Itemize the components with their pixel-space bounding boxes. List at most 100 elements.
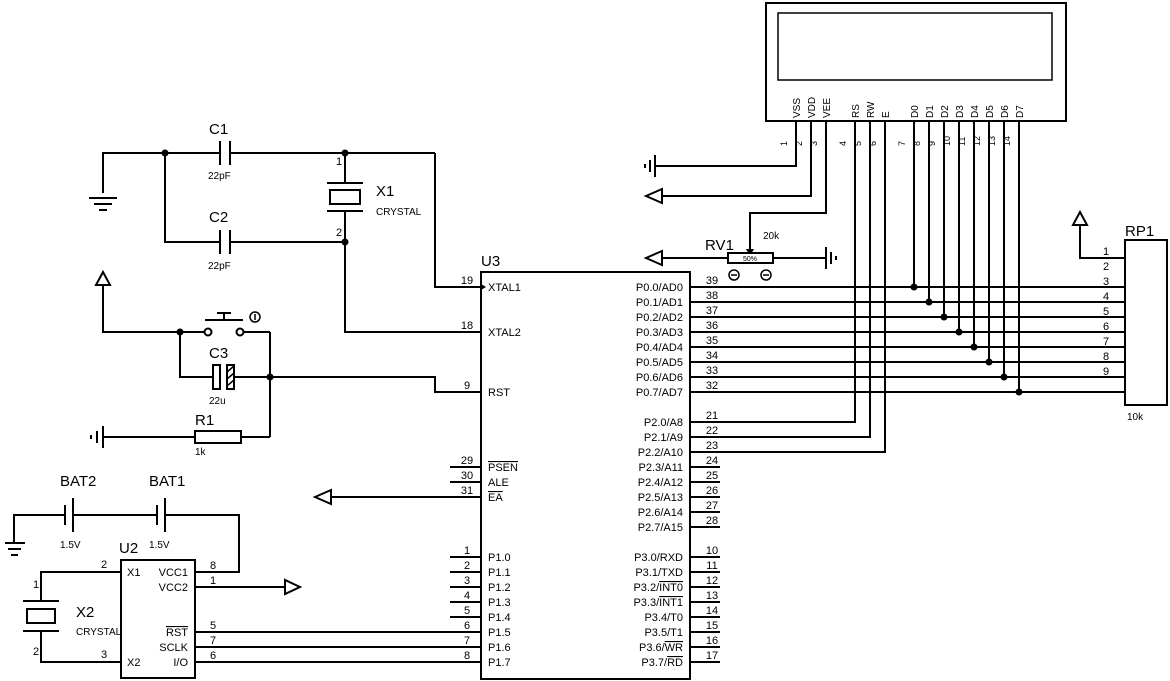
u3-pin-name-35: P0.4/AD4 <box>636 342 683 354</box>
u3-pin-num-38: 38 <box>706 290 718 302</box>
wire-rs <box>690 150 856 423</box>
u3-right-pins: 39P0.0/AD038P0.1/AD137P0.2/AD236P0.3/AD3… <box>633 275 720 669</box>
rp1-pin-num-5: 5 <box>1103 306 1109 318</box>
u3-pin-num-35: 35 <box>706 335 718 347</box>
u3-pin-name-30: ALE <box>488 477 509 489</box>
u2-pin-num-3: 3 <box>101 649 107 661</box>
u3-pin-name-14: P3.4/T0 <box>644 612 683 624</box>
c2-ref: C2 <box>209 209 228 226</box>
u3-pin-num-27: 27 <box>706 500 718 512</box>
u3-pin-num-2: 2 <box>464 560 470 572</box>
x1-body <box>329 189 361 205</box>
u3-pin-num-34: 34 <box>706 350 718 362</box>
lcd-pin-num-9: 9 <box>927 141 937 146</box>
u3-pin-name-15: P3.5/T1 <box>644 627 683 639</box>
bat1-value: 1.5V <box>149 540 170 551</box>
x2-pin2: 2 <box>33 646 39 658</box>
rp1-pin-num-2: 2 <box>1103 261 1109 273</box>
r1-ref: R1 <box>195 412 214 429</box>
lcd-pin-num-2: 2 <box>794 141 804 146</box>
u3-pin-name-1: P1.0 <box>488 552 511 564</box>
u3-pin-name-26: P2.5/A13 <box>638 492 683 504</box>
u3-pin-name-3: P1.2 <box>488 582 511 594</box>
lcd-pin-label-rw: RW <box>866 101 877 118</box>
u3-pin-name-13: P3.3/INT1 <box>633 597 683 609</box>
x1-pin1: 1 <box>336 156 342 168</box>
lcd-pin-num-6: 6 <box>868 141 878 146</box>
button-toggle-icon[interactable] <box>249 311 261 323</box>
u3-pin-num-15: 15 <box>706 620 718 632</box>
lcd-wiring <box>643 150 886 453</box>
data-bus <box>720 150 1125 396</box>
c3-hatch-1 <box>226 365 235 373</box>
u3-pin-name-33: P0.6/AD6 <box>636 372 683 384</box>
lcd-pin-num-5: 5 <box>853 141 863 146</box>
r1-value: 1k <box>195 447 207 458</box>
rv1-value: 20k <box>763 231 780 242</box>
u3-pin-name-39: P0.0/AD0 <box>636 282 683 294</box>
u2-body <box>120 559 196 679</box>
lcd-display: VSS1VDD2VEE3RS4RW5E6D07D18D29D310D411D51… <box>765 2 1067 150</box>
u3-pin-num-37: 37 <box>706 305 718 317</box>
lcd-pin-num-1: 1 <box>779 141 789 146</box>
rv1-dec-icon <box>728 269 740 281</box>
rv1-ref: RV1 <box>705 237 734 254</box>
power-arrow-rv1 <box>643 249 663 267</box>
u3-pin-num-26: 26 <box>706 485 718 497</box>
lcd-pin-num-8: 8 <box>912 141 922 146</box>
bus-junction-d7 <box>1015 388 1023 396</box>
lcd-pin-num-7: 7 <box>897 141 907 146</box>
junction-reset-power <box>176 328 184 336</box>
rp1-pin-num-7: 7 <box>1103 336 1109 348</box>
u3-pin-name-2: P1.1 <box>488 567 511 579</box>
rp1-body <box>1124 239 1168 406</box>
c3-plate-a <box>212 364 221 390</box>
u3-pin-num-21: 21 <box>706 410 718 422</box>
u3-pin-num-24: 24 <box>706 455 718 467</box>
power-arrow-vcc2 <box>284 578 303 596</box>
rp1-ref: RP1 <box>1125 223 1154 240</box>
u3-pin-name-16: P3.6/WR <box>639 642 683 654</box>
bus-junction-d3 <box>955 328 963 336</box>
x1-pin2: 2 <box>336 227 342 239</box>
u3-pin-num-11: 11 <box>706 560 717 572</box>
wire-bat2-left <box>13 514 65 543</box>
u2-pin-num-1: 1 <box>210 575 216 587</box>
u2-pin-num-8: 8 <box>210 560 216 572</box>
x2-value: CRYSTAL <box>76 627 122 638</box>
lcd-pin-label-d5: D5 <box>985 105 996 118</box>
button-contact-left <box>203 327 213 337</box>
bat2-ref: BAT2 <box>60 473 96 490</box>
wire-vss <box>655 150 797 167</box>
u2-pin-num-7: 7 <box>210 635 216 647</box>
u3-pin-name-7: P1.6 <box>488 642 511 654</box>
lcd-pin-label-d0: D0 <box>910 105 921 118</box>
c3-hatch-3 <box>226 379 235 387</box>
u3-pin-num-31: 31 <box>461 485 473 497</box>
u3-pin-num-18: 18 <box>461 320 473 332</box>
u3-pin-num-30: 30 <box>461 470 473 482</box>
lcd-pin-label-d7: D7 <box>1015 105 1026 118</box>
u3-pin-num-5: 5 <box>464 605 470 617</box>
wire-reset-power <box>102 285 208 333</box>
u3-pin-name-25: P2.4/A12 <box>638 477 683 489</box>
junction-x1-bottom <box>341 238 349 246</box>
bus-junction-d4 <box>970 343 978 351</box>
wire-rst <box>270 376 481 393</box>
junction-x1-top <box>341 149 349 157</box>
u2-pin-num-6: 6 <box>210 650 216 662</box>
lcd-pin-label-e: E <box>881 111 892 118</box>
u2-pin-name-vcc2: VCC2 <box>159 582 188 594</box>
lcd-body <box>765 2 1067 122</box>
u2-pin-name-vcc1: VCC1 <box>159 567 188 579</box>
u3-pin-name-8: P1.7 <box>488 657 511 669</box>
wire-e <box>690 150 886 453</box>
u3-pin-num-12: 12 <box>706 575 718 587</box>
bus-junction-d0 <box>910 283 918 291</box>
u3-pin-name-31: EA <box>488 492 503 504</box>
u3-pin-num-16: 16 <box>706 635 718 647</box>
u2-pin-name-rst: RST <box>166 627 188 639</box>
rp1-pin-num-1: 1 <box>1103 246 1109 258</box>
potentiometer-rv1: 50% RV1 20k <box>643 231 837 281</box>
u3-pin-name-21: P2.0/A8 <box>644 417 683 429</box>
